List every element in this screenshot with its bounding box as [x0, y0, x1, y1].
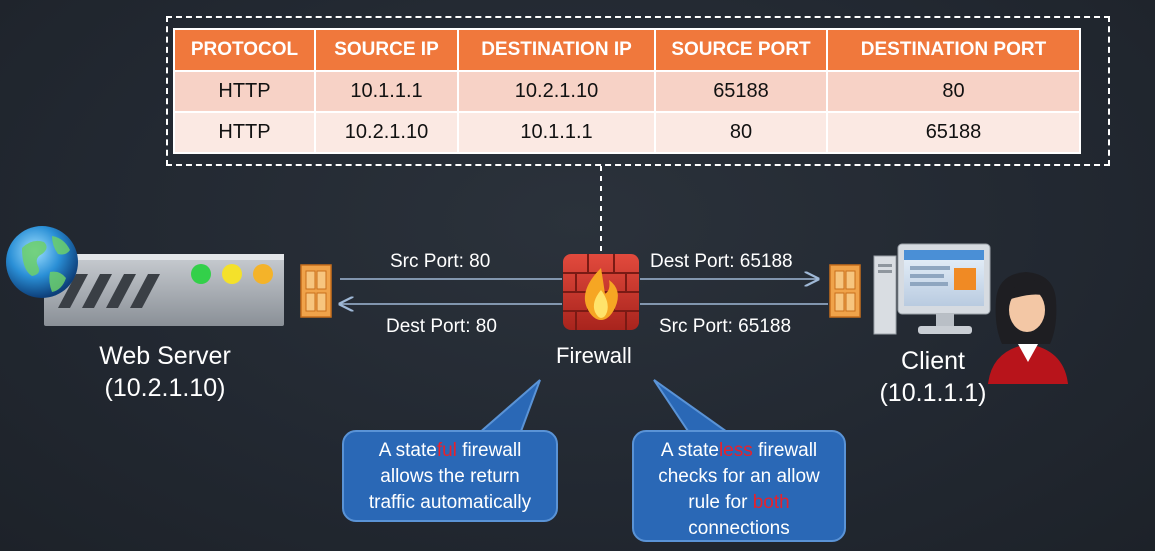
stateless-callout: A stateless firewall checks for an allow… — [632, 430, 846, 542]
globe-icon — [6, 226, 78, 298]
header-protocol: PROTOCOL — [173, 28, 316, 72]
stateful-text-a: A state — [378, 440, 437, 461]
stateful-text-b: firewall — [456, 440, 522, 461]
header-destination-ip: DESTINATION IP — [457, 28, 656, 72]
stateful-callout-pointer — [475, 379, 541, 435]
cell-destination-port: 80 — [826, 70, 1081, 113]
stateless-callout-line3: rule for both — [634, 490, 844, 516]
stateful-callout-line3: traffic automatically — [368, 492, 532, 513]
door-icon — [829, 264, 861, 318]
web-server-name: Web Server — [99, 342, 231, 370]
stateful-highlight: ful — [436, 440, 457, 461]
stateful-callout-line1: A stateful firewall — [344, 438, 556, 464]
table-row: HTTP 10.2.1.10 10.1.1.1 80 65188 — [173, 111, 1081, 154]
header-source-ip: SOURCE IP — [314, 28, 459, 72]
left-top-port-label: Src Port: 80 — [390, 251, 491, 272]
stateless-highlight: less — [718, 440, 753, 461]
door-icon — [300, 264, 332, 318]
right-top-port-label: Dest Port: 65188 — [650, 251, 793, 272]
cell-source-port: 80 — [654, 111, 828, 154]
client-caption: Client (10.1.1.1) — [858, 345, 1008, 409]
cell-destination-ip: 10.2.1.10 — [457, 70, 656, 113]
web-server-ip: (10.2.1.10) — [104, 374, 226, 402]
stateless-text-b: firewall — [752, 440, 818, 461]
stateless-both-highlight: both — [752, 492, 790, 513]
web-server-caption: Web Server (10.2.1.10) — [60, 340, 270, 404]
stateful-callout-line2: allows the return — [380, 466, 520, 487]
stateful-callout: A stateful firewall allows the return tr… — [342, 430, 558, 522]
server-icon — [44, 254, 284, 326]
cell-source-ip: 10.1.1.1 — [314, 70, 459, 113]
person-icon — [988, 272, 1068, 384]
table-header-row: PROTOCOL SOURCE IP DESTINATION IP SOURCE… — [173, 28, 1081, 72]
firewall-label: Firewall — [556, 343, 632, 368]
stateless-callout-line1: A stateless firewall — [634, 438, 844, 464]
header-source-port: SOURCE PORT — [654, 28, 828, 72]
stateless-callout-line2: checks for an allow — [658, 466, 820, 487]
left-bottom-port-label: Dest Port: 80 — [386, 316, 497, 337]
stateless-callout-line4: connections — [688, 518, 790, 539]
flow-table-frame: PROTOCOL SOURCE IP DESTINATION IP SOURCE… — [166, 16, 1110, 166]
firewall-icon — [563, 254, 639, 330]
right-bottom-port-label: Src Port: 65188 — [659, 316, 792, 337]
header-destination-port: DESTINATION PORT — [826, 28, 1081, 72]
flow-table: PROTOCOL SOURCE IP DESTINATION IP SOURCE… — [173, 28, 1081, 154]
computer-icon — [873, 243, 991, 335]
table-row: HTTP 10.1.1.1 10.2.1.10 65188 80 — [173, 70, 1081, 113]
stateless-callout-pointer — [653, 379, 734, 435]
stateless-text-a: A state — [660, 440, 719, 461]
cell-protocol: HTTP — [173, 111, 316, 154]
stateless-text-c: rule for — [688, 492, 753, 513]
cell-protocol: HTTP — [173, 70, 316, 113]
cell-destination-ip: 10.1.1.1 — [457, 111, 656, 154]
cell-source-port: 65188 — [654, 70, 828, 113]
client-name: Client — [901, 347, 965, 375]
cell-source-ip: 10.2.1.10 — [314, 111, 459, 154]
cell-destination-port: 65188 — [826, 111, 1081, 154]
client-ip: (10.1.1.1) — [879, 379, 987, 407]
